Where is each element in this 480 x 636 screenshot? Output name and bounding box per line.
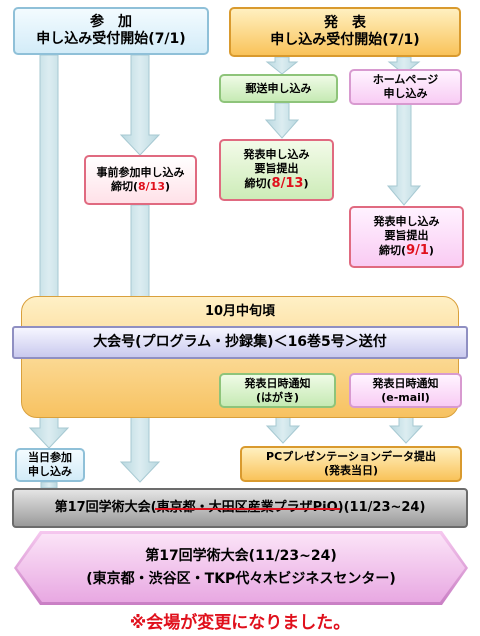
presentation-title: 発 表 xyxy=(324,14,366,31)
pc-data-line2: (発表当日) xyxy=(323,464,379,477)
pc-data-line1: PCプレゼンテーションデータ提出 xyxy=(266,450,436,464)
notice-email-line1: 発表日時通知 xyxy=(372,376,439,390)
web-submission-line2: 要旨提出 xyxy=(384,228,429,242)
notice-email-box: 発表日時通知 (e-mail) xyxy=(349,373,462,408)
same-day-line2: 申し込み xyxy=(28,465,72,478)
web-application-box: ホームページ 申し込み xyxy=(349,69,462,105)
bulletin-text: 大会号(プログラム・抄録集)＜16巻5号＞送付 xyxy=(93,333,387,350)
mail-submission-line1: 発表申し込み xyxy=(243,148,310,162)
bulletin-box: 大会号(プログラム・抄録集)＜16巻5号＞送付 xyxy=(12,326,468,359)
arrow-participation-pre-reg xyxy=(119,54,161,156)
pre-registration-deadline: 締切(8/13) xyxy=(110,180,171,193)
mail-submission-deadline-date: 8/13 xyxy=(271,175,304,191)
pre-registration-label: 事前参加申し込み xyxy=(96,166,185,180)
venue-change-notice: ※会場が変更になりました。 xyxy=(129,613,351,633)
new-meeting-box: 第17回学術大会(11/23~24) (東京都・渋谷区・TKP代々木ビジネスセン… xyxy=(17,534,465,602)
presentation-start-text: 申し込み受付開始(7/1) xyxy=(270,32,420,48)
arrow-presentation-to-mail xyxy=(265,56,299,75)
new-meeting-line1: 第17回学術大会(11/23~24) xyxy=(145,547,337,564)
presentation-start-box: 発 表 申し込み受付開始(7/1) xyxy=(229,7,461,57)
old-meeting-venue-struck: 東京都・大田区産業プラザPiO xyxy=(154,499,340,515)
participation-start-text: 申し込み受付開始(7/1) xyxy=(36,31,186,47)
web-submission-deadline-box: 発表申し込み 要旨提出 締切(9/1) xyxy=(349,206,464,268)
same-day-box: 当日参加 申し込み xyxy=(15,448,85,482)
pre-registration-deadline-date: 8/13 xyxy=(138,180,165,193)
pc-data-box: PCプレゼンテーションデータ提出 (発表当日) xyxy=(240,446,462,482)
notice-postcard-box: 発表日時通知 (はがき) xyxy=(219,373,336,408)
web-submission-deadline-date: 9/1 xyxy=(406,242,429,258)
arrow-mail-to-submit xyxy=(264,102,300,139)
old-meeting-prefix: 第17回学術大会( xyxy=(54,499,157,515)
web-application-line2: 申し込み xyxy=(383,87,428,100)
web-submission-line1: 発表申し込み xyxy=(373,215,440,229)
new-meeting-fill xyxy=(17,534,465,602)
pre-registration-deadline-box: 事前参加申し込み 締切(8/13) xyxy=(84,155,197,205)
arrow-presentation-to-web xyxy=(387,56,421,75)
mid-october-label: 10月中旬頃 xyxy=(204,304,276,319)
old-meeting-suffix: )(11/23~24) xyxy=(337,499,426,515)
new-meeting-line2: (東京都・渋谷区・TKP代々木ビジネスセンター) xyxy=(86,571,396,587)
same-day-line1: 当日参加 xyxy=(28,451,72,465)
notice-postcard-line2: (はがき) xyxy=(255,390,300,404)
mail-application-text: 郵送申し込み xyxy=(245,81,312,95)
participation-title: 参 加 xyxy=(90,13,132,30)
mail-submission-deadline: 締切(8/13) xyxy=(244,175,309,191)
web-application-line1: ホームページ xyxy=(372,73,439,87)
old-meeting-box: 第17回学術大会(東京都・大田区産業プラザPiO)(11/23~24) xyxy=(12,488,468,528)
notice-postcard-line1: 発表日時通知 xyxy=(244,376,311,390)
participation-start-box: 参 加 申し込み受付開始(7/1) xyxy=(13,7,209,55)
notice-email-line2: (e-mail) xyxy=(381,390,430,404)
mail-submission-line2: 要旨提出 xyxy=(254,161,299,175)
mail-application-box: 郵送申し込み xyxy=(219,74,338,103)
web-submission-deadline: 締切(9/1) xyxy=(379,242,434,258)
arrow-participation-same-day xyxy=(28,54,70,449)
mail-submission-deadline-box: 発表申し込み 要旨提出 締切(8/13) xyxy=(219,139,334,201)
arrow-web-to-submit xyxy=(386,102,422,206)
